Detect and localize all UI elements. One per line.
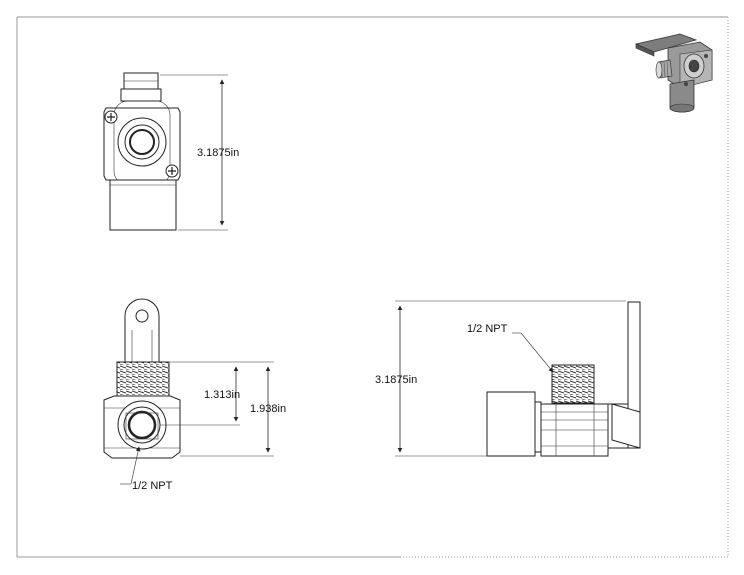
screw-bottom-right <box>165 164 179 178</box>
screw-top-left <box>104 110 118 124</box>
side-height-label: 3.1875in <box>375 374 417 386</box>
bottom-outer-dim-label: 1.938in <box>250 403 286 415</box>
isometric-preview <box>634 33 713 113</box>
side-thread-label: 1/2 NPT <box>467 323 508 335</box>
side-view <box>486 301 641 457</box>
bottom-inner-dim-label: 1.313in <box>204 389 240 401</box>
bottom-thread-label: 1/2 NPT <box>132 480 173 492</box>
bottom-dimensions: 1.313in 1.938in 1/2 NPT <box>120 361 286 492</box>
front-height-label: 3.1875in <box>197 147 239 159</box>
sheet-border <box>16 16 729 558</box>
side-dimensions: 3.1875in 1/2 NPT <box>375 300 626 457</box>
front-height-dimension: 3.1875in <box>160 74 239 231</box>
front-view <box>103 72 181 231</box>
bottom-view <box>103 298 181 459</box>
